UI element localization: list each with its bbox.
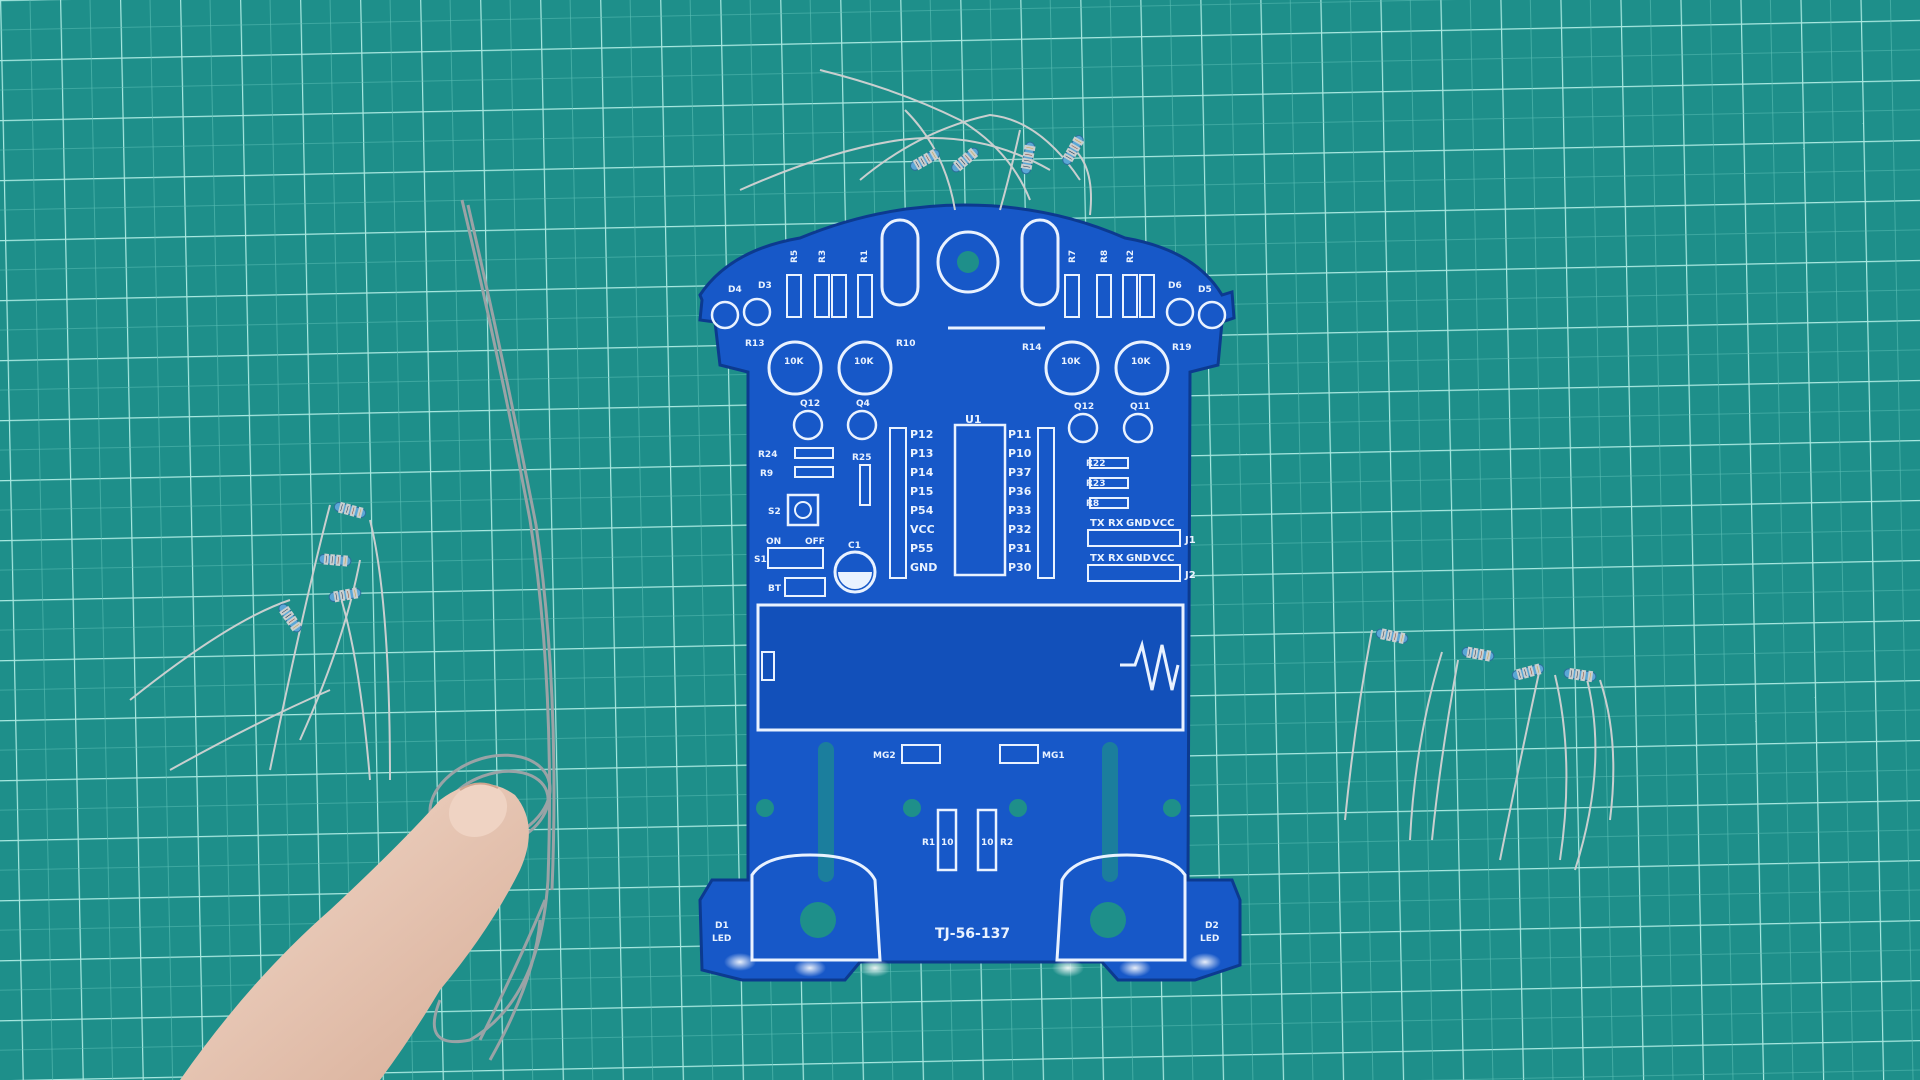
right-header-pin: P10 [1008, 447, 1032, 460]
resistor-pile-top [739, 69, 1092, 216]
top-resistor-labels: R5 R3 R1 R7 R8 R2 [790, 250, 1136, 263]
uart-pin: VCC [1152, 553, 1174, 564]
transistor-ref: Q4 [856, 399, 870, 409]
sensor-ref: D3 [758, 281, 772, 291]
pot-labels: R13 R10 R14 R19 10K 10K 10K 10K [745, 339, 1191, 367]
misc-part-labels: S2 S1 ON OFF BT C1 MG2 MG1 R1 R2 10 10 D… [712, 507, 1219, 944]
resistor-ref: R9 [760, 469, 773, 479]
motor-ref: MG2 [873, 751, 896, 761]
right-header-labels: P11 P10 P37 P36 P33 P32 P31 P30 [1008, 428, 1032, 574]
motor-resistor-value: 10 [981, 838, 994, 848]
pot-value: 10K [1061, 357, 1082, 367]
led-label: LED [1200, 934, 1219, 944]
uart-ref: J2 [1184, 570, 1196, 581]
left-header-pin: P13 [910, 447, 933, 460]
resistor-ref: R5 [790, 250, 800, 263]
resistor-ref: R22 [1086, 459, 1105, 469]
connector-ref: BT [768, 584, 782, 594]
left-header-pin: P55 [910, 542, 933, 555]
resistor-group-left [129, 500, 391, 781]
right-header-pin: P36 [1008, 485, 1032, 498]
transistor-ref: Q11 [1130, 402, 1150, 412]
pot-ref: R13 [745, 339, 764, 349]
led-ref: D2 [1205, 921, 1219, 931]
uart-header-2-labels: TX RX GND VCC J2 [1090, 553, 1196, 581]
left-header-pin: P14 [910, 466, 934, 479]
pot-ref: R14 [1022, 343, 1041, 353]
motor-resistor-ref: R1 [922, 838, 935, 848]
pot-value: 10K [854, 357, 875, 367]
pot-value: 10K [1131, 357, 1152, 367]
uart-pin: TX [1090, 553, 1105, 564]
resistor-group-right [1344, 627, 1615, 871]
uart-header-1-labels: TX RX GND VCC J1 [1090, 518, 1196, 546]
left-header-pin: P54 [910, 504, 934, 517]
pcb-board [698, 203, 1242, 982]
small-resistor-labels: R24 R9 R25 R22 R23 R8 [758, 450, 1105, 509]
led-ref: D1 [715, 921, 729, 931]
resistor-ref: R23 [1086, 479, 1105, 489]
capacitor-ref: C1 [848, 541, 861, 551]
board-model-label: TJ-56-137 [935, 926, 1010, 942]
resistor-ref: R25 [852, 453, 871, 463]
uart-ref: J1 [1184, 535, 1196, 546]
pot-ref: R10 [896, 339, 915, 349]
motor-resistor-ref: R2 [1000, 838, 1013, 848]
sensor-labels: D4 D3 D6 D5 [728, 281, 1212, 295]
motor-resistor-value: 10 [941, 838, 954, 848]
sensor-ref: D5 [1198, 285, 1212, 295]
switch-off-label: OFF [805, 537, 825, 547]
silkscreen-labels: TJ-56-137 U1 P12 P13 P14 P15 P54 VCC P55… [712, 250, 1219, 944]
right-header-pin: P31 [1008, 542, 1031, 555]
resistor-ref: R8 [1086, 499, 1099, 509]
motor-ref: MG1 [1042, 751, 1065, 761]
left-header-pin: VCC [910, 523, 935, 536]
uart-pin: RX [1108, 518, 1124, 529]
uart-pin: VCC [1152, 518, 1174, 529]
left-header-pin: P12 [910, 428, 933, 441]
left-header-labels: P12 P13 P14 P15 P54 VCC P55 GND [910, 428, 937, 574]
pot-ref: R19 [1172, 343, 1191, 353]
uart-pin: GND [1126, 553, 1151, 564]
uart-pin: RX [1108, 553, 1124, 564]
resistor-ref: R7 [1068, 250, 1078, 263]
led-label: LED [712, 934, 731, 944]
transistor-ref: Q12 [1074, 402, 1094, 412]
chip-ref-label: U1 [965, 413, 982, 426]
switch-on-label: ON [766, 537, 781, 547]
right-header-pin: P11 [1008, 428, 1031, 441]
resistor-ref: R8 [1100, 250, 1110, 263]
pot-value: 10K [784, 357, 805, 367]
left-header-pin: P15 [910, 485, 933, 498]
right-header-pin: P32 [1008, 523, 1031, 536]
right-header-pin: P30 [1008, 561, 1032, 574]
resistor-ref: R1 [860, 250, 870, 263]
pointing-finger [180, 782, 529, 1080]
left-header-pin: GND [910, 561, 937, 574]
uart-pin: GND [1126, 518, 1151, 529]
resistor-ref: R2 [1126, 250, 1136, 263]
resistor-ref: R3 [818, 250, 828, 263]
right-header-pin: P33 [1008, 504, 1031, 517]
button-ref: S2 [768, 507, 781, 517]
sensor-ref: D4 [728, 285, 742, 295]
right-header-pin: P37 [1008, 466, 1031, 479]
switch-ref: S1 [754, 555, 767, 565]
uart-pin: TX [1090, 518, 1105, 529]
transistor-labels: Q12 Q4 Q12 Q11 [800, 399, 1150, 412]
resistor-ref: R24 [758, 450, 777, 460]
transistor-ref: Q12 [800, 399, 820, 409]
sensor-ref: D6 [1168, 281, 1182, 291]
